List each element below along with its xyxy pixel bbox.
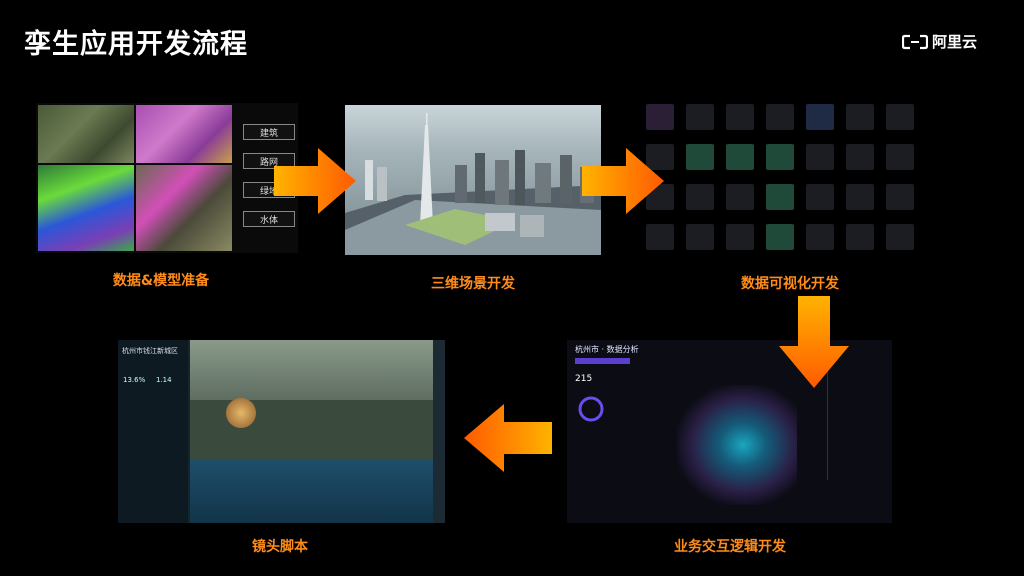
stage-2-caption: 三维场景开发 <box>398 273 548 293</box>
page-title: 孪生应用开发流程 <box>24 22 248 61</box>
stage-4-caption: 业务交互逻辑开发 <box>645 536 815 556</box>
stage-5-caption: 镜头脚本 <box>205 536 355 556</box>
arrow-right-icon <box>274 148 356 214</box>
stage-5-metric-b: 1.14 <box>156 376 172 384</box>
stage-4-screen-title: 杭州市 · 数据分析 <box>575 344 639 355</box>
arrow-down-icon <box>779 296 849 388</box>
brand-name: 阿里云 <box>932 31 977 52</box>
stage-2-image <box>345 105 601 255</box>
stage-1-image: 建筑 路网 绿地 水体 <box>36 103 298 253</box>
stage-5-screen-title: 杭州市钱江新城区 <box>122 346 178 356</box>
stage-3-caption: 数据可视化开发 <box>715 273 865 293</box>
arrow-left-icon <box>464 404 552 472</box>
stage-3-image <box>640 98 920 258</box>
brand-logo: 阿里云 <box>902 31 977 52</box>
stage-1-caption: 数据&模型准备 <box>86 270 236 290</box>
aliyun-logo-icon <box>902 34 928 50</box>
stage-4-metric: 215 <box>575 374 592 384</box>
legend-building: 建筑 <box>243 124 295 140</box>
stage-5-metric-a: 13.6% <box>123 376 145 384</box>
arrow-right-icon <box>582 148 664 214</box>
stage-5-image: 杭州市钱江新城区 13.6% 1.14 <box>118 340 445 523</box>
